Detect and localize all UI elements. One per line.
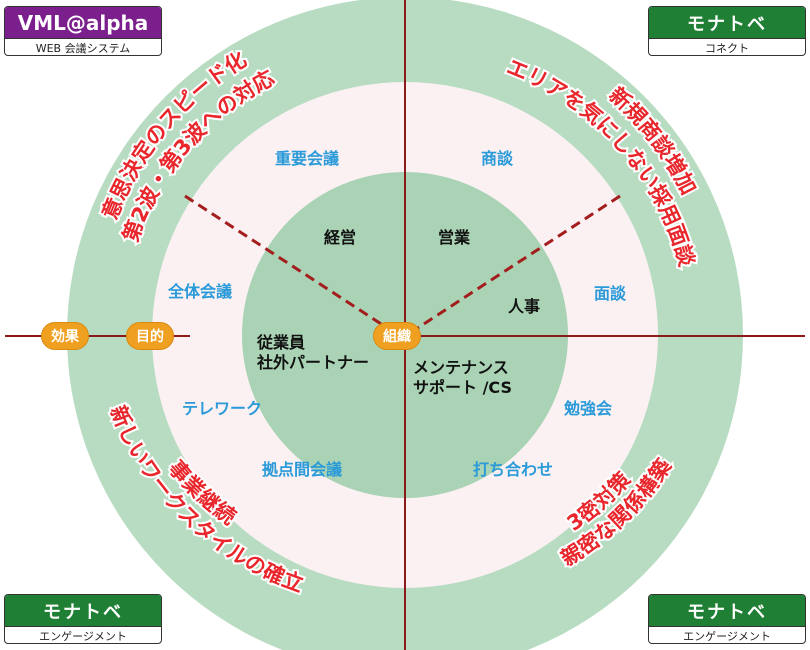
badge-organization: 組織: [373, 322, 421, 350]
monatobe-engagement-subtitle-right: エンゲージメント: [649, 626, 805, 643]
label-interview: 面談: [593, 284, 627, 303]
core-employees-line2: 社外パートナー: [257, 353, 370, 372]
monatobe-connect-subtitle: コネクト: [649, 38, 805, 55]
dashed-line-left: [184, 194, 396, 335]
core-management: 経営: [324, 228, 357, 247]
dashed-line-right: [409, 194, 621, 335]
monatobe-engagement-subtitle-left: エンゲージメント: [5, 626, 161, 643]
monatobe-connect-title: モナトベ: [649, 7, 805, 38]
core-maintenance-line2: サポート /CS: [413, 378, 512, 397]
core-employees: 従業員 社外パートナー: [257, 333, 369, 373]
label-study-session: 勉強会: [563, 399, 613, 418]
core-sales: 営業: [438, 228, 471, 247]
vml-alpha-box: VML@alpha WEB 会議システム: [4, 6, 162, 56]
monatobe-engagement-title-left: モナトベ: [5, 595, 161, 626]
label-important-meeting: 重要会議: [274, 149, 340, 168]
label-all-hands: 全体会議: [167, 282, 233, 301]
label-negotiation: 商談: [480, 149, 514, 168]
label-consultation: 打ち合わせ: [472, 460, 554, 479]
label-telework: テレワーク: [181, 399, 263, 418]
core-employees-line1: 従業員: [257, 333, 306, 352]
badge-effect: 効果: [41, 322, 89, 350]
vml-alpha-title: VML@alpha: [5, 7, 161, 38]
core-maintenance-line1: メンテナンス: [413, 358, 509, 377]
vml-alpha-subtitle: WEB 会議システム: [5, 38, 161, 55]
core-maintenance: メンテナンス サポート /CS: [413, 358, 512, 398]
monatobe-engagement-title-right: モナトベ: [649, 595, 805, 626]
core-hr: 人事: [508, 297, 541, 316]
label-site-meeting: 拠点間会議: [261, 460, 343, 479]
monatobe-engagement-box-right: モナトベ エンゲージメント: [648, 594, 806, 644]
monatobe-connect-box: モナトベ コネクト: [648, 6, 806, 56]
badge-purpose: 目的: [126, 322, 174, 350]
monatobe-engagement-box-left: モナトベ エンゲージメント: [4, 594, 162, 644]
